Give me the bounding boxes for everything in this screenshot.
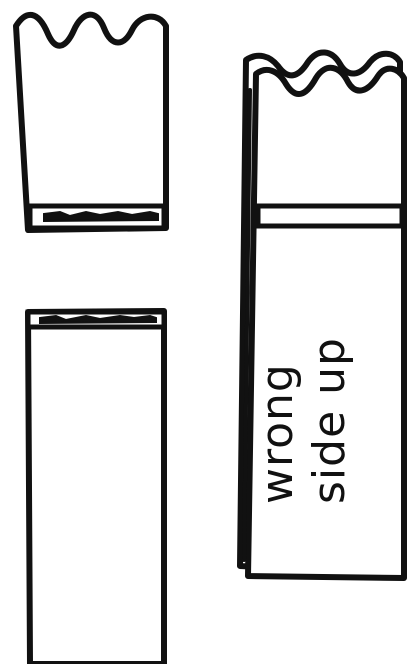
right-card-band xyxy=(258,206,402,226)
label-line-side-up: side up xyxy=(304,337,355,504)
label-line-wrong: wrong xyxy=(252,363,303,504)
right-card: wrong side up xyxy=(240,52,404,578)
left-top-strip xyxy=(16,15,166,230)
left-bottom-strip xyxy=(28,311,164,664)
